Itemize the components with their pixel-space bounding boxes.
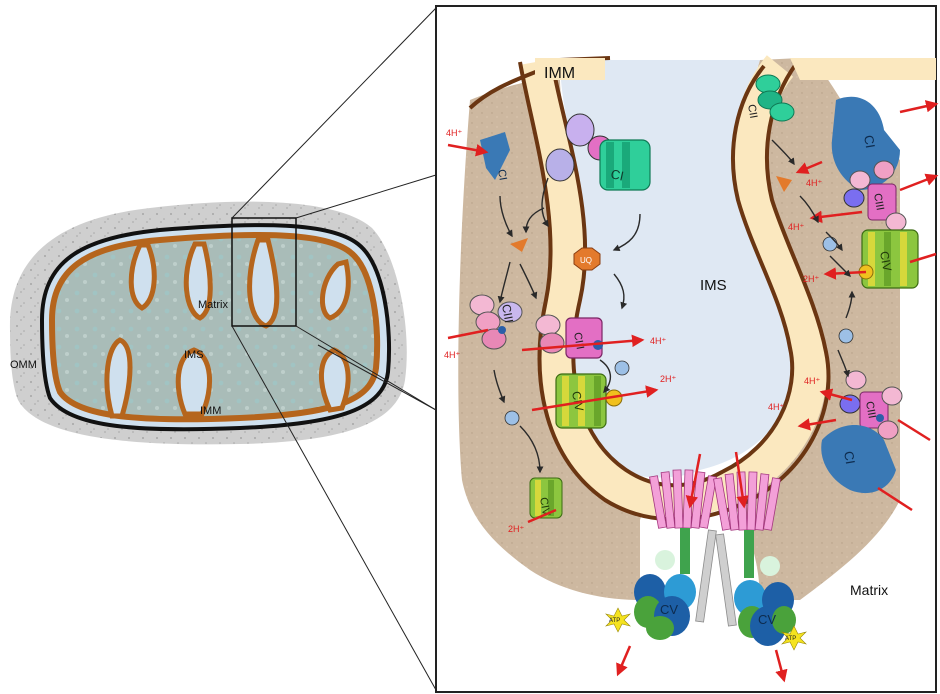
detail-label-matrix: Matrix <box>850 582 888 598</box>
complex-i-right-bottom-label: CI <box>841 450 858 465</box>
proton-label-civ-left-matrix: 2H⁺ <box>508 524 525 534</box>
proton-label-ciii-left: 4H⁺ <box>444 350 461 360</box>
atp-label-left: ATP <box>609 618 620 624</box>
cytochrome-c-right-mid <box>839 329 853 343</box>
proton-label-ciii-right-bottom-2: 4H⁺ <box>768 402 785 412</box>
detail-label-ims: IMS <box>700 277 727 294</box>
imm-top-right-strip <box>790 58 936 80</box>
complex-ii-right-label: CII <box>745 103 759 119</box>
complex-v-right-label: CV <box>758 612 776 627</box>
uq-label: UQ <box>580 256 592 265</box>
proton-label-ciii-right-top: 4H⁺ <box>788 222 805 232</box>
overview-label-omm: OMM <box>10 359 37 371</box>
complex-i-left-label: CI <box>495 168 509 181</box>
overview-label-ims: IMS <box>184 349 204 361</box>
complex-iv-left-matrix: CIV <box>530 478 562 518</box>
atp-label-right: ATP <box>785 636 796 642</box>
complex-v-left-label: CV <box>660 602 678 617</box>
ubiquinone-center: UQ <box>574 248 600 270</box>
complex-iii-membrane-left: CIII <box>536 315 603 358</box>
complex-i-right-top-label: CI <box>861 134 878 149</box>
proton-label-ciii-membrane-left: 4H⁺ <box>650 336 667 346</box>
overview-mitochondrion: Matrix IMS IMM OMM <box>10 202 407 445</box>
detail-label-imm: IMM <box>544 65 575 82</box>
proton-label-civ-right: 2H⁺ <box>803 274 820 284</box>
cytochrome-c-right-top <box>823 237 837 251</box>
proton-label-ci-right-top: 4H⁺ <box>806 178 823 188</box>
complex-iv-right: CIV <box>859 230 918 288</box>
cytochrome-c-left-matrix <box>505 411 519 425</box>
overview-label-matrix: Matrix <box>198 299 228 311</box>
detail-panel: IMM IMS Matrix CI 4H⁺ CI UQ <box>436 6 936 692</box>
proton-label-ci-left: 4H⁺ <box>446 128 463 138</box>
proton-label-ciii-right-bottom: 4H⁺ <box>804 376 821 386</box>
overview-label-imm: IMM <box>200 405 221 417</box>
proton-label-civ-membrane-left: 2H⁺ <box>660 374 677 384</box>
cytochrome-c-left <box>615 361 629 375</box>
